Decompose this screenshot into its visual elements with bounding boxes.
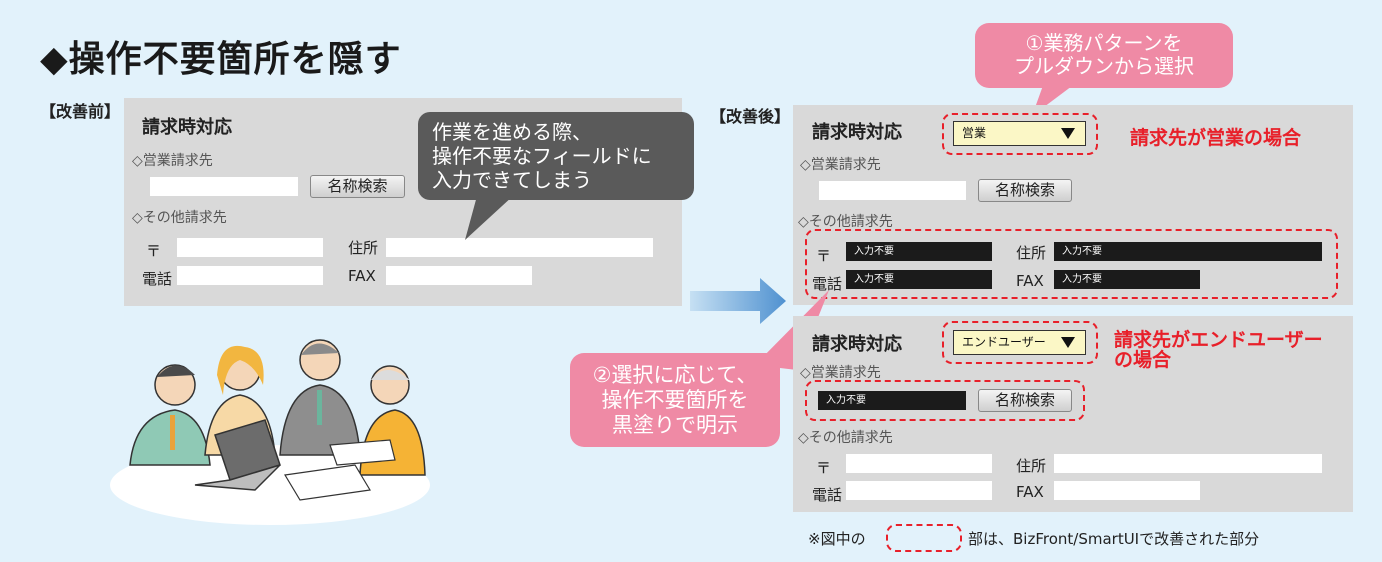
after-form2-select-highlight [942, 321, 1098, 364]
after-form1-section-other: ◇その他請求先 [798, 214, 893, 230]
before-phone-input[interactable] [177, 266, 323, 285]
callout1-line2: プルダウンから選択 [1014, 54, 1194, 78]
chevron-down-icon [1061, 337, 1075, 348]
after-form1-zip-label: 〒 [816, 247, 832, 265]
after-form1-select-value: 営業 [962, 126, 987, 140]
after-form2-address-label: 住所 [1016, 457, 1047, 475]
before-heading: 請求時対応 [142, 117, 232, 138]
meeting-people-illustration [110, 339, 430, 525]
page-title: ◆操作不要箇所を隠す [40, 39, 402, 80]
after-form1-zip-masked: 入力不要 [846, 242, 992, 261]
after-form1-address-masked: 入力不要 [1054, 242, 1322, 261]
after-form2-fax-input[interactable] [1054, 481, 1200, 500]
after-form1-pattern-select[interactable]: 営業 [953, 121, 1086, 146]
after-form1-sales-input[interactable] [819, 181, 966, 200]
after-form2-zip-label: 〒 [816, 459, 832, 477]
after-form1-masked-highlight [805, 229, 1338, 299]
after-form2-select-value: エンドユーザー [962, 335, 1046, 349]
before-phone-label: 電話 [142, 270, 173, 288]
after-form1-heading: 請求時対応 [812, 122, 902, 143]
before-sales-input[interactable] [150, 177, 298, 196]
callout-before-line3: 入力できてしまう [432, 168, 592, 192]
after-form1-case-label: 請求先が営業の場合 [1130, 127, 1302, 149]
callout1-line1: ①業務パターンを [1025, 31, 1183, 55]
transition-arrow-icon [690, 278, 786, 324]
after-form1-address-label: 住所 [1016, 244, 1047, 262]
after-form1-fax-masked: 入力不要 [1054, 270, 1200, 289]
after-form2-case-label-line2: の場合 [1114, 349, 1172, 371]
callout2-tail [755, 290, 829, 370]
before-search-button[interactable]: 名称検索 [310, 175, 405, 198]
after-form2-sales-masked: 入力不要 [818, 391, 966, 410]
after-form2-pattern-select[interactable]: エンドユーザー [953, 330, 1086, 355]
after-form1-phone-label: 電話 [812, 275, 843, 293]
after-tag: 【改善後】 [710, 107, 791, 126]
after-form2-masked-highlight [805, 380, 1085, 421]
callout2-line3: 黒塗りで明示 [612, 413, 738, 437]
chevron-down-icon [1061, 128, 1075, 139]
after-form2-section-other: ◇その他請求先 [798, 430, 893, 446]
before-zip-label: 〒 [146, 242, 162, 260]
after-form2-case-label: 請求先がエンドユーザー の場合 [1114, 330, 1323, 370]
callout-before-line2: 操作不要なフィールドに [432, 144, 652, 168]
before-section-other: ◇その他請求先 [132, 210, 227, 226]
before-fax-input[interactable] [386, 266, 532, 285]
before-address-label: 住所 [348, 239, 379, 257]
before-tag: 【改善前】 [40, 102, 121, 121]
after-form2-address-input[interactable] [1054, 454, 1322, 473]
after-form1-fax-label: FAX [1016, 272, 1044, 290]
after-form1-section-sales: ◇営業請求先 [800, 157, 881, 173]
after-form2-section-sales: ◇営業請求先 [800, 365, 881, 381]
after-form1-search-button[interactable]: 名称検索 [978, 179, 1072, 202]
footnote-legend-dashed-box [886, 524, 962, 552]
callout2-line1: ②選択に応じて、 [592, 363, 758, 387]
after-form1-select-highlight [942, 113, 1098, 155]
callout-select-pattern: ①業務パターンを プルダウンから選択 [975, 23, 1233, 88]
after-form2-phone-label: 電話 [812, 486, 843, 504]
after-form2-phone-input[interactable] [846, 481, 992, 500]
footnote-prefix: ※図中の [808, 530, 866, 548]
after-form2-fax-label: FAX [1016, 483, 1044, 501]
callout2-line2: 操作不要箇所を [601, 388, 749, 412]
before-address-input[interactable] [386, 238, 653, 257]
after-form1-phone-masked: 入力不要 [846, 270, 992, 289]
before-section-sales: ◇営業請求先 [132, 153, 213, 169]
callout-before-line1: 作業を進める際、 [432, 120, 592, 144]
before-zip-input[interactable] [177, 238, 323, 257]
before-fax-label: FAX [348, 267, 376, 285]
footnote-suffix: 部は、BizFront/SmartUIで改善された部分 [968, 530, 1260, 548]
callout-before: 作業を進める際、 操作不要なフィールドに 入力できてしまう [418, 112, 694, 200]
after-form2-case-label-line1: 請求先がエンドユーザー [1114, 329, 1323, 351]
after-form2-zip-input[interactable] [846, 454, 992, 473]
after-form2-heading: 請求時対応 [812, 334, 902, 355]
after-form2-search-button[interactable]: 名称検索 [978, 389, 1072, 412]
callout-mask-fields: ②選択に応じて、 操作不要箇所を 黒塗りで明示 [570, 353, 780, 447]
